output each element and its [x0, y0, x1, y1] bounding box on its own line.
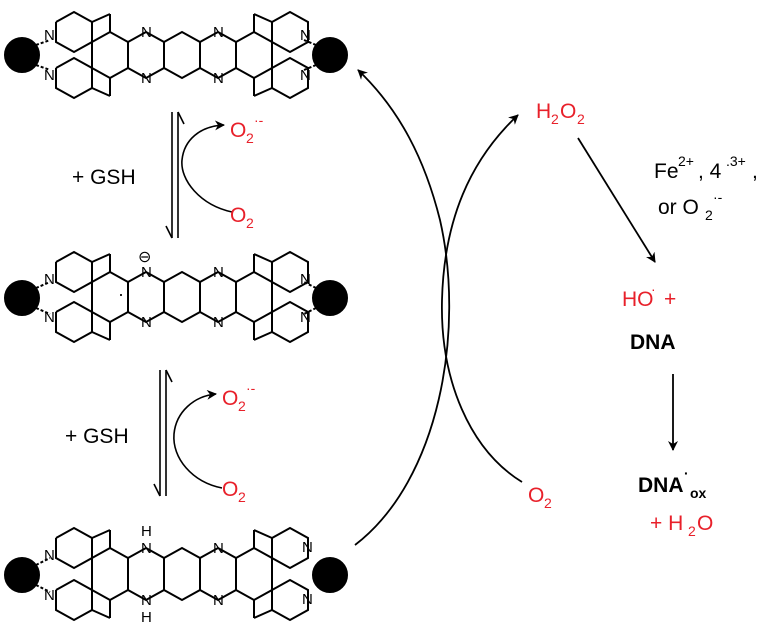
svg-text:O: O [697, 512, 713, 535]
svg-text:2: 2 [238, 489, 246, 505]
svg-text:·: · [651, 281, 656, 297]
catalytic-cycle-arrows [354, 69, 523, 546]
atom-n: N [300, 309, 311, 326]
atom-n: N [300, 271, 311, 288]
metal-center-left [4, 280, 40, 316]
atom-n: N [44, 309, 55, 326]
svg-text:,: , [752, 160, 758, 183]
svg-text:O: O [528, 484, 544, 507]
atom-n: N [44, 67, 55, 84]
atom-n: N [44, 27, 55, 44]
svg-text:, 4: , 4 [698, 160, 722, 183]
atom-n: N [300, 67, 311, 84]
svg-text:2: 2 [705, 207, 713, 223]
svg-text:HO: HO [622, 288, 654, 311]
metal-center-left [4, 557, 40, 593]
svg-text:O: O [230, 119, 246, 142]
hydroxyl-radical-label: HO · + [622, 281, 676, 311]
atom-n: N [213, 70, 224, 87]
oxygen-label-cycle: O 2 [528, 484, 552, 511]
arrow-peroxide-to-hydroxyl [577, 137, 656, 263]
svg-text:·-: ·- [254, 112, 264, 128]
atom-n: N [44, 547, 55, 564]
svg-text:2: 2 [544, 495, 552, 511]
atom-n: N [141, 314, 152, 331]
superoxide-label-upper: O 2 ·- [230, 112, 264, 146]
atom-n: N [44, 587, 55, 604]
oxygen-label-upper: O 2 [230, 204, 254, 231]
atom-h: H [141, 523, 152, 540]
atom-n: N [213, 314, 224, 331]
atom-n: N [44, 271, 55, 288]
superoxide-label-lower: O 2 ·- [222, 380, 256, 414]
svg-text:Fe: Fe [654, 160, 679, 183]
svg-text:·: · [684, 465, 689, 481]
atom-n: N [302, 539, 313, 556]
svg-text:O: O [222, 478, 238, 501]
atom-n: N [213, 540, 224, 557]
svg-text:H: H [536, 100, 551, 123]
atom-n: N [213, 592, 224, 609]
svg-text:2: 2 [246, 215, 254, 231]
metal-center-right [312, 280, 348, 316]
atom-n: N [213, 264, 224, 281]
negative-charge-icon: ⊖ [138, 249, 151, 266]
svg-text:O: O [560, 100, 576, 123]
molecule-reduced [4, 526, 348, 622]
svg-text:+: + [664, 288, 676, 311]
svg-text:O: O [230, 204, 246, 227]
svg-text:·-: ·- [713, 189, 723, 205]
svg-text:2: 2 [688, 523, 696, 539]
svg-text:2+: 2+ [678, 153, 694, 169]
svg-text:or O: or O [658, 196, 699, 219]
metal-center-right [312, 37, 348, 73]
metal-center-left [4, 37, 40, 73]
atom-n: N [141, 592, 152, 609]
water-label: + H 2 O [650, 512, 713, 539]
atom-n: N [141, 70, 152, 87]
oxygen-label-lower: O 2 [222, 478, 246, 505]
svg-text:2: 2 [551, 111, 559, 127]
dna-label: DNA [630, 331, 676, 354]
atom-n: N [141, 24, 152, 41]
atom-n-anion: N [141, 264, 152, 281]
svg-text:·-: ·- [246, 380, 256, 396]
molecule-oxidized [4, 10, 348, 100]
molecule-radical-anion [4, 250, 348, 344]
equilibrium-arrows-upper [165, 111, 233, 239]
equilibrium-arrows-lower [153, 369, 223, 497]
metal-center-right [312, 557, 348, 593]
svg-text:.3+: .3+ [726, 153, 746, 169]
atom-n: N [302, 591, 313, 608]
svg-text:+ H: + H [650, 512, 683, 535]
atom-n: N [213, 24, 224, 41]
gsh-label-upper: + GSH [72, 166, 136, 189]
svg-text:2: 2 [246, 130, 254, 146]
oxidized-dna-label: DNA · ox [638, 465, 707, 501]
radical-dot: · [118, 284, 124, 304]
svg-text:O: O [222, 387, 238, 410]
svg-text:DNA: DNA [638, 474, 684, 497]
svg-text:2: 2 [238, 398, 246, 414]
catalyst-label: Fe 2+ , 4 .3+ , or O 2 ·- [654, 153, 758, 223]
atom-n: N [300, 27, 311, 44]
atom-n: N [141, 540, 152, 557]
svg-text:ox: ox [690, 485, 707, 501]
hydrogen-peroxide-label: H 2 O 2 [536, 100, 585, 127]
svg-text:2: 2 [577, 111, 585, 127]
atom-h: H [141, 609, 152, 626]
gsh-label-lower: + GSH [65, 425, 129, 448]
